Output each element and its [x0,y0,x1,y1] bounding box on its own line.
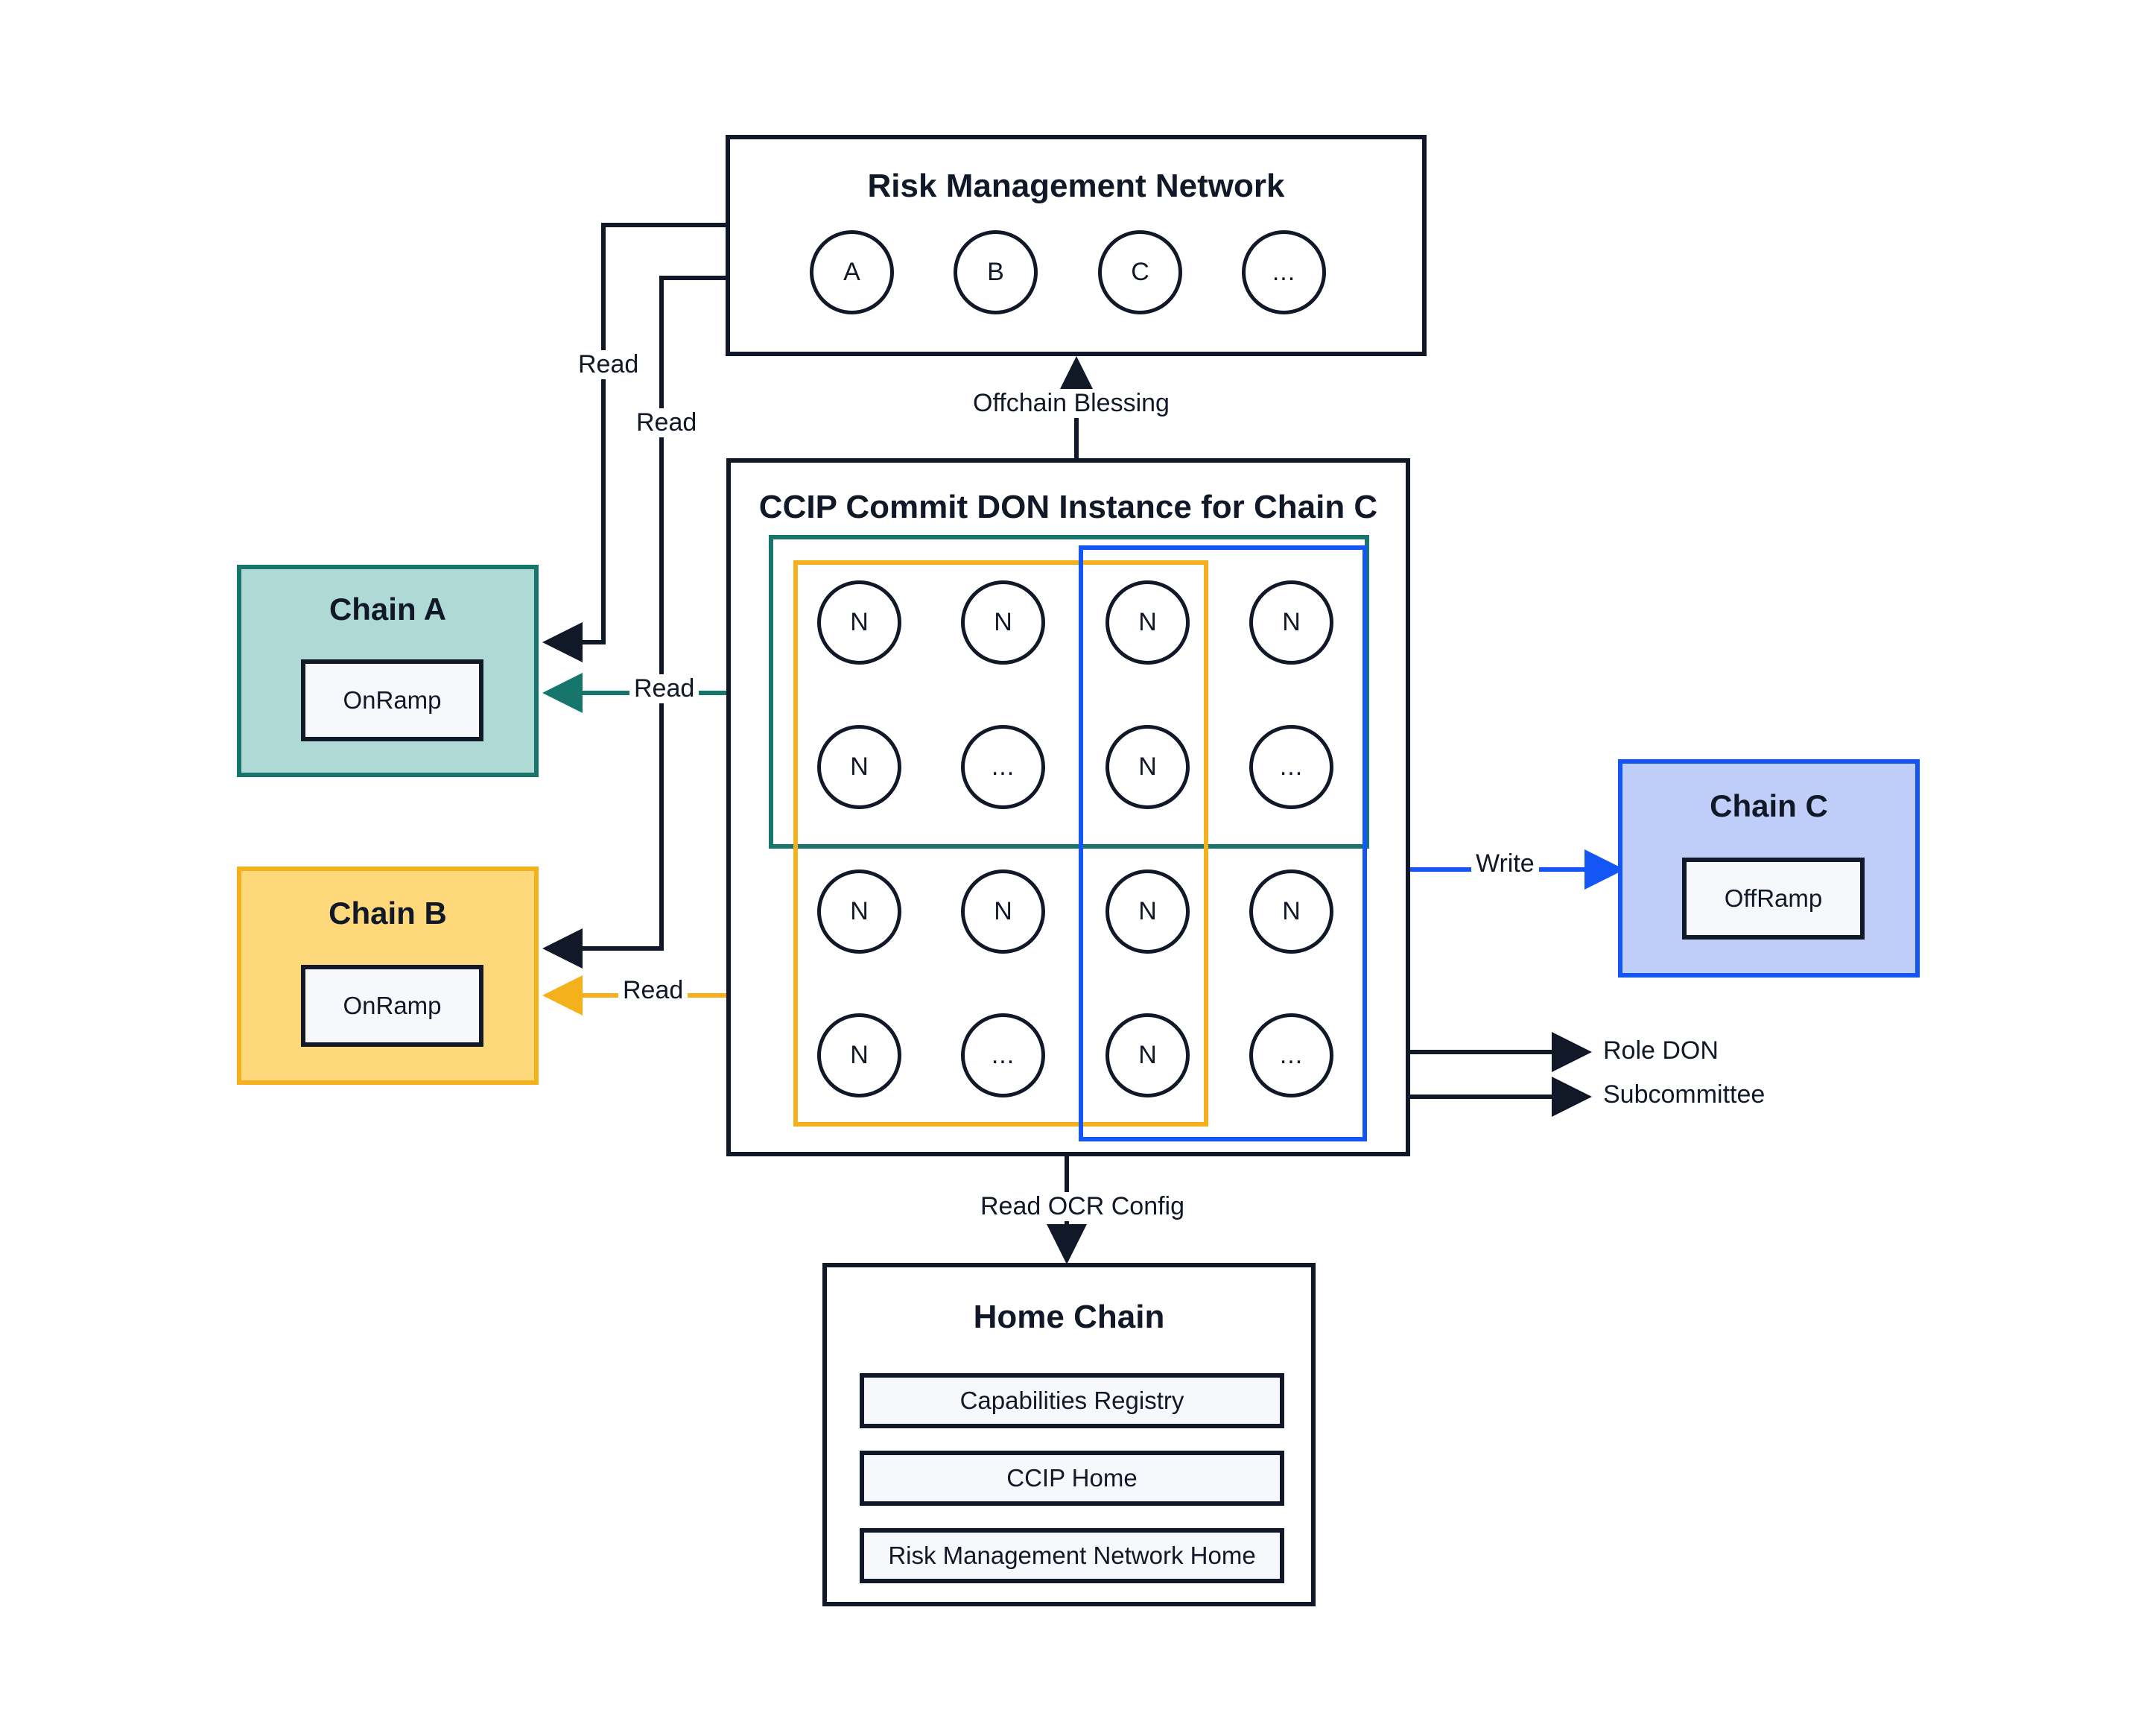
chain-b-role-don-group [793,560,1208,1127]
home-chain-contract-rmn-home[interactable]: Risk Management Network Home [860,1528,1284,1583]
don-node-r4c3[interactable]: N [1105,1013,1190,1097]
chain-c-offramp-label: OffRamp [1724,884,1823,912]
rmn-node-a[interactable]: A [810,230,894,314]
don-node-r1c2[interactable]: N [961,580,1045,665]
rmn-node-b-label: B [987,258,1004,286]
read-ocr-config-label: Read OCR Config [976,1192,1190,1221]
ccip-commit-don-title: CCIP Commit DON Instance for Chain C [758,489,1378,525]
chain-a-box: Chain A OnRamp [237,565,539,777]
don-node-r3c1[interactable]: N [817,869,901,954]
don-node-r2c4-label: ... [1279,753,1304,781]
don-node-r2c3[interactable]: N [1105,725,1190,809]
chain-c-offramp-contract[interactable]: OffRamp [1682,858,1865,940]
chain-a-role-don-group [769,535,1369,849]
chain-a-onramp-label: OnRamp [343,686,442,714]
don-node-r3c3[interactable]: N [1105,869,1190,954]
read-rmn-to-chain-a-label: Read [574,350,644,379]
don-node-r2c1-label: N [850,753,869,781]
home-chain-box: Home Chain Capabilities Registry CCIP Ho… [822,1263,1316,1606]
risk-management-network-title: Risk Management Network [867,168,1285,204]
don-node-r4c4[interactable]: ... [1249,1013,1333,1097]
rmn-node-c[interactable]: C [1098,230,1182,314]
home-chain-contract-capabilities-registry[interactable]: Capabilities Registry [860,1373,1284,1428]
chain-c-subcommittee-group [1079,545,1367,1141]
legend-role-don-label: Role DON [1603,1036,1719,1065]
don-node-r2c2[interactable]: ... [961,725,1045,809]
write-don-to-chain-c-label: Write [1471,849,1539,878]
offchain-blessing-label: Offchain Blessing [968,389,1174,418]
rmn-node-a-label: A [843,258,860,286]
don-node-r1c2-label: N [994,608,1012,636]
home-chain-title: Home Chain [973,1299,1165,1335]
don-node-r1c3-label: N [1138,608,1157,636]
don-node-r4c4-label: ... [1279,1041,1304,1069]
rmn-home-label: Risk Management Network Home [888,1542,1256,1569]
don-node-r4c2-label: ... [991,1041,1015,1069]
capabilities-registry-label: Capabilities Registry [959,1387,1184,1414]
don-node-r3c2-label: N [994,897,1012,925]
read-rmn-to-chain-b-label: Read [632,408,702,437]
legend-subcommittee-label: Subcommittee [1603,1080,1766,1109]
don-node-r2c1[interactable]: N [817,725,901,809]
rmn-node-c-label: C [1131,258,1149,286]
don-node-r2c2-label: ... [991,753,1015,781]
don-node-r3c4[interactable]: N [1249,869,1333,954]
don-node-r4c1-label: N [850,1041,869,1069]
don-node-r4c3-label: N [1138,1041,1157,1069]
home-chain-contract-ccip-home[interactable]: CCIP Home [860,1451,1284,1506]
read-don-to-chain-b-label: Read [618,976,688,1005]
don-node-r4c1[interactable]: N [817,1013,901,1097]
chain-b-box: Chain B OnRamp [237,867,539,1085]
don-node-r4c2[interactable]: ... [961,1013,1045,1097]
chain-c-title: Chain C [1710,788,1828,823]
risk-management-network-box: Risk Management Network A B C ... [726,135,1427,356]
don-node-r1c1[interactable]: N [817,580,901,665]
rmn-node-ellipsis[interactable]: ... [1242,230,1326,314]
don-node-r2c4[interactable]: ... [1249,725,1333,809]
don-node-r2c3-label: N [1138,753,1157,781]
don-node-r1c1-label: N [850,608,869,636]
don-node-r3c3-label: N [1138,897,1157,925]
chain-c-box: Chain C OffRamp [1618,759,1920,978]
chain-a-title: Chain A [329,592,447,627]
don-node-r1c4[interactable]: N [1249,580,1333,665]
don-node-r1c3[interactable]: N [1105,580,1190,665]
chain-b-onramp-contract[interactable]: OnRamp [301,965,483,1047]
read-don-to-chain-a-label: Read [629,674,699,703]
don-node-r1c4-label: N [1282,608,1301,636]
chain-b-title: Chain B [329,896,447,931]
ccip-home-label: CCIP Home [1006,1464,1138,1492]
chain-b-onramp-label: OnRamp [343,992,442,1019]
rmn-node-ellipsis-label: ... [1272,258,1296,286]
rmn-node-b[interactable]: B [954,230,1038,314]
don-node-r3c1-label: N [850,897,869,925]
chain-a-onramp-contract[interactable]: OnRamp [301,659,483,741]
don-node-r3c2[interactable]: N [961,869,1045,954]
don-node-r3c4-label: N [1282,897,1301,925]
